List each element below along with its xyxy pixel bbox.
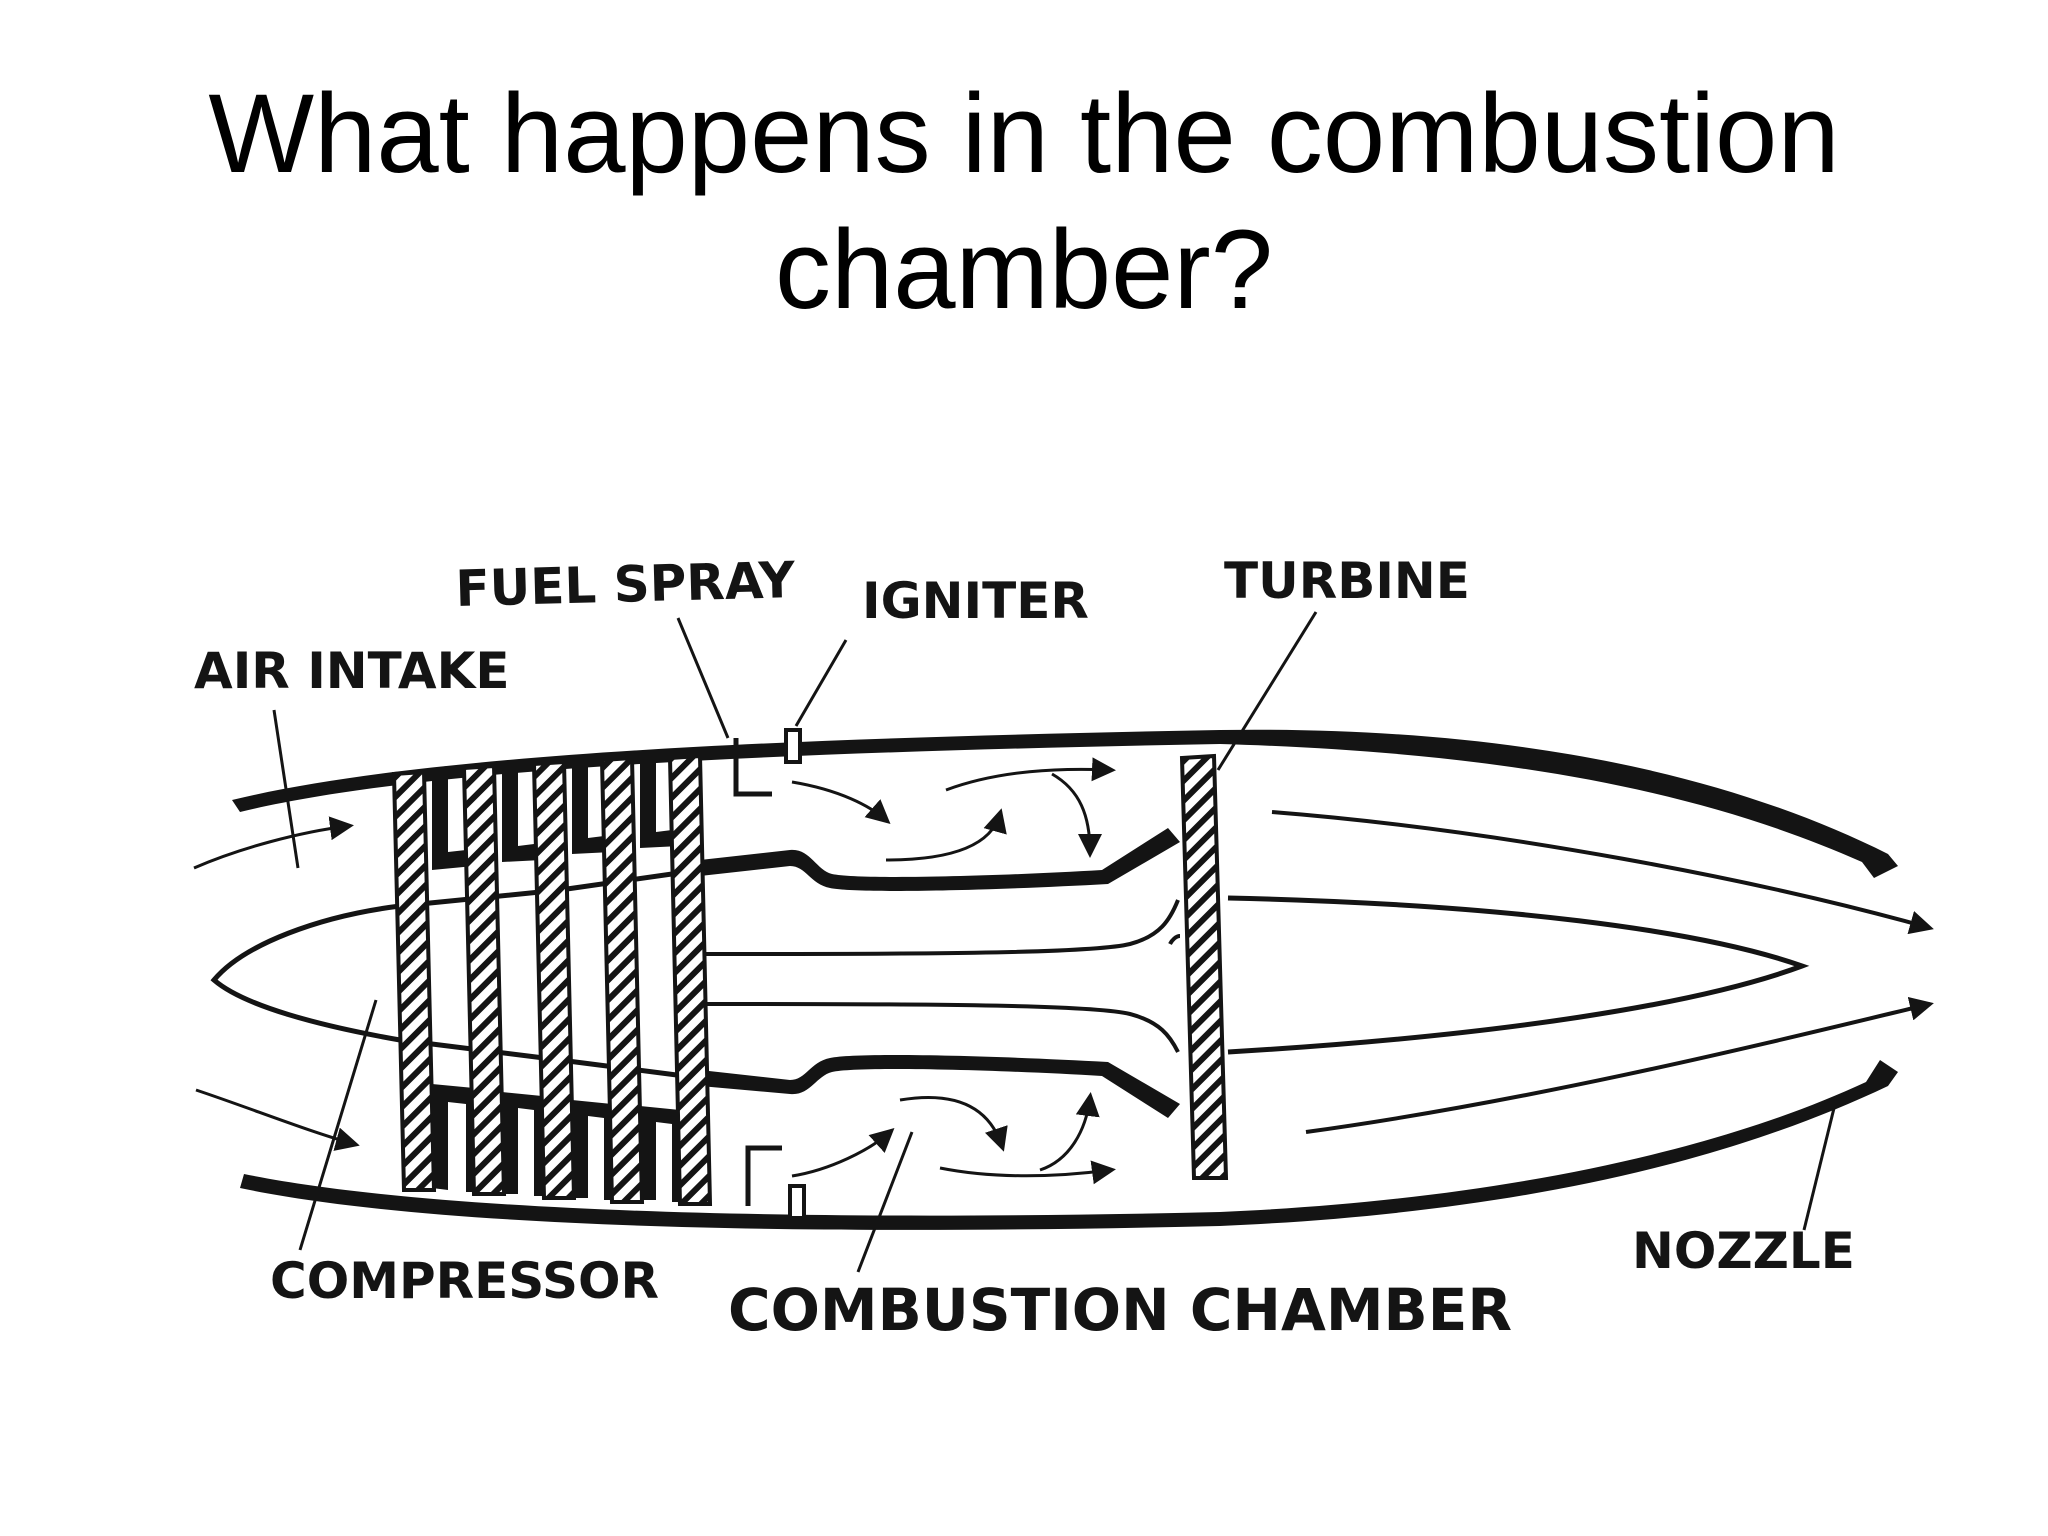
flow-arrow-4: [1051, 772, 1102, 858]
compressor-rotor-5: [667, 753, 713, 1206]
flow-arrow-1: [791, 780, 891, 824]
leader-fuel-spray: [676, 617, 730, 739]
liner-top: [700, 828, 1180, 891]
compressor-rotor-4: [599, 755, 645, 1204]
label-combustion-chamber: COMBUSTION CHAMBER: [728, 1276, 1512, 1344]
leader-combustion-chamber: [856, 1131, 914, 1273]
leader-igniter: [794, 639, 848, 727]
tail-cone: [1227, 895, 1810, 1055]
flow-arrow-6: [899, 1095, 1008, 1152]
compressor-rotor-1: [391, 769, 437, 1192]
flow-arrow-2: [885, 808, 1007, 862]
leader-nozzle: [1802, 1099, 1838, 1231]
compressor-stators-bottom: [432, 1084, 680, 1202]
compressor-rotor-2: [461, 763, 507, 1196]
label-fuel-spray: FUEL SPRAY: [455, 551, 797, 618]
fuel-spray-nozzles: [733, 738, 782, 1206]
compressor-rotors: [391, 753, 713, 1206]
label-compressor: COMPRESSOR: [270, 1252, 659, 1310]
compressor-stators-top: [432, 754, 680, 870]
exhaust-arrows: [1271, 810, 1934, 1134]
flow-arrow-7: [939, 1160, 1116, 1185]
title-line-2: chamber?: [774, 207, 1274, 332]
page-title: What happens in the combustion chamber?: [0, 66, 2048, 338]
liner-bottom: [700, 1055, 1180, 1118]
flow-arrow-intake-bottom: [195, 1088, 360, 1151]
label-igniter: IGNITER: [862, 572, 1089, 630]
fuel-nozzle-top: [733, 738, 772, 797]
igniters: [784, 728, 806, 1220]
flow-arrow-intake-top: [193, 816, 354, 870]
exhaust-arrow-bottom: [1305, 996, 1934, 1134]
label-nozzle: NOZZLE: [1632, 1222, 1855, 1280]
flow-arrow-3: [945, 757, 1116, 792]
igniter-bottom: [788, 1184, 806, 1220]
leader-compressor: [298, 999, 378, 1251]
nose-cone: [210, 867, 701, 1043]
label-turbine: TURBINE: [1224, 552, 1470, 610]
turbine-wheel: [1179, 753, 1229, 1180]
exhaust-arrow-top: [1271, 810, 1934, 935]
igniter-top: [784, 728, 802, 764]
fuel-nozzle-bottom: [745, 1145, 782, 1206]
flow-arrow-8: [1039, 1092, 1100, 1172]
label-air-intake: AIR INTAKE: [194, 642, 509, 700]
central-shaft: [699, 899, 1181, 1053]
flow-arrow-5: [791, 1127, 895, 1178]
title-line-1: What happens in the combustion: [208, 71, 1840, 196]
compressor-rotor-3: [531, 759, 577, 1200]
flow-arrows: [193, 757, 1116, 1185]
